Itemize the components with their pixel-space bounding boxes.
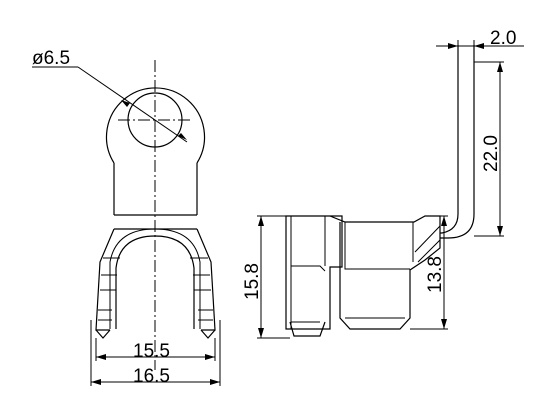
height-158-label: 15.8: [242, 263, 263, 300]
vertical-tab: [440, 45, 475, 239]
width-155-arrow-right: [205, 354, 215, 360]
thickness-arrow-left: [448, 43, 458, 49]
thickness-label: 2.0: [490, 28, 516, 49]
height-22-arrow-bottom: [497, 226, 503, 236]
height-22-label: 22.0: [481, 135, 502, 172]
thickness-arrow-right: [474, 43, 484, 49]
crimp-wing-left-outer: [95, 228, 115, 331]
body-left-section: [285, 215, 343, 330]
width-165-arrow-left: [91, 379, 101, 385]
left-wing-details: [98, 257, 120, 321]
crimp-inner-u: [115, 235, 195, 329]
height-22-arrow-top: [497, 62, 503, 72]
right-wing-details: [190, 257, 213, 321]
height-138-arrow-bottom: [441, 319, 447, 329]
height-138-arrow-top: [441, 216, 447, 226]
side-view: 2.0 22.0 15.8 13.8: [242, 28, 524, 339]
height-158-arrow-bottom: [258, 328, 264, 338]
diameter-leader-diag: [77, 66, 188, 143]
body-right-details: [344, 222, 414, 319]
right-tip: [200, 329, 216, 339]
height-158-arrow-top: [258, 216, 264, 226]
crimp-wing-right-outer: [196, 228, 216, 331]
diameter-arrow-2: [178, 133, 187, 140]
diameter-arrow-1: [121, 100, 130, 107]
height-138-label: 13.8: [425, 256, 446, 293]
width-165-arrow-right: [210, 379, 220, 385]
diameter-label: ø6.5: [32, 48, 70, 69]
crimp-inner-u-2: [109, 228, 201, 329]
body-left-details: [290, 216, 326, 329]
body-left-bottom: [289, 321, 326, 337]
width-155-label: 15.5: [133, 341, 170, 362]
width-155-arrow-left: [96, 354, 106, 360]
body-right-section: [329, 215, 441, 330]
body-right-chamfer: [414, 225, 441, 263]
front-view: ø6.5 15.5 16.5: [32, 48, 221, 387]
width-165-label: 16.5: [133, 366, 170, 387]
left-tip: [95, 329, 111, 339]
